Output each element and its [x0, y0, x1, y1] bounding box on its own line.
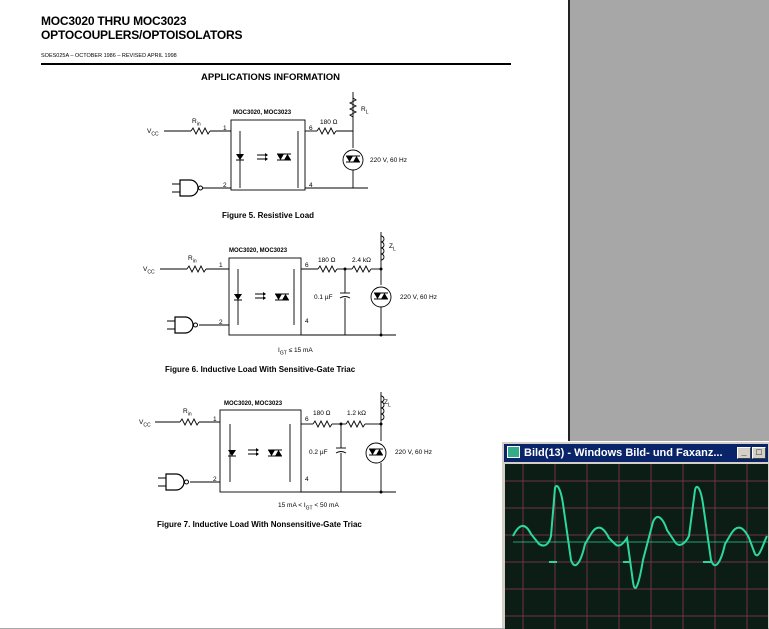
doc-title-line2: OPTOCOUPLERS/OPTOISOLATORS	[41, 28, 243, 42]
minimize-button[interactable]: _	[737, 447, 751, 459]
fig7-pin6: 6	[305, 416, 309, 423]
fig5-pin2: 2	[223, 182, 227, 189]
fig7-part-label: MOC3020, MOC3023	[224, 401, 283, 407]
fig6-cap-label: 0.1 µF	[314, 294, 333, 301]
fig7-r1-label: 180 Ω	[313, 410, 331, 417]
fig7-vcc-label: VCC	[139, 419, 151, 429]
fig7-pin4: 4	[305, 476, 309, 483]
figure6-schematic	[160, 232, 396, 336]
fig5-vcc-label: VCC	[147, 128, 159, 138]
image-viewer-window[interactable]: Bild(13) - Windows Bild- und Faxanz... _…	[501, 441, 769, 629]
fig5-r1-label: 180 Ω	[320, 119, 338, 126]
fig5-rin-label: Rin	[192, 118, 201, 128]
fig7-caption: Figure 7. Inductive Load With Nonsensiti…	[157, 520, 362, 529]
oscilloscope-image	[505, 464, 768, 629]
picture-viewer-icon	[507, 446, 520, 458]
fig6-vcc-label: VCC	[143, 266, 155, 276]
fig6-igt-note: IGT ≤ 15 mA	[278, 347, 313, 357]
fig7-rin-label: Rin	[183, 408, 192, 418]
maximize-button[interactable]: □	[752, 447, 766, 459]
doc-id: SOES025A – OCTOBER 1986 – REVISED APRIL …	[41, 53, 177, 59]
fig5-pin1: 1	[223, 125, 227, 132]
fig6-r1-label: 180 Ω	[318, 257, 336, 264]
fig6-pin4: 4	[305, 318, 309, 325]
fig6-rin-label: Rin	[188, 255, 197, 265]
document-page: MOC3020 THRU MOC3023 OPTOCOUPLERS/OPTOIS…	[0, 0, 570, 628]
fig7-pin2: 2	[213, 476, 217, 483]
fig6-pin2: 2	[219, 319, 223, 326]
viewer-titlebar[interactable]: Bild(13) - Windows Bild- und Faxanz... _…	[504, 444, 768, 462]
figure7-schematic	[155, 392, 396, 493]
fig7-cap-label: 0.2 µF	[309, 449, 328, 456]
fig5-part-label: MOC3020, MOC3023	[233, 110, 292, 116]
fig6-pin1: 1	[219, 262, 223, 269]
fig6-part-label: MOC3020, MOC3023	[229, 248, 288, 254]
fig5-rl-label: RL	[361, 106, 369, 116]
oscilloscope-trace	[505, 464, 768, 629]
viewer-title: Bild(13) - Windows Bild- und Faxanz...	[524, 447, 723, 459]
doc-title-line1: MOC3020 THRU MOC3023	[41, 14, 187, 28]
fig5-pin4: 4	[309, 182, 313, 189]
section-heading: APPLICATIONS INFORMATION	[201, 72, 340, 83]
schematics	[155, 92, 396, 494]
fig5-supply-label: 220 V, 60 Hz	[370, 157, 407, 164]
fig6-supply-label: 220 V, 60 Hz	[400, 294, 437, 301]
fig6-r2-label: 2.4 kΩ	[352, 257, 371, 264]
fig7-zl-label: ZL	[384, 399, 391, 409]
fig6-caption: Figure 6. Inductive Load With Sensitive-…	[165, 365, 356, 374]
fig7-r2-label: 1.2 kΩ	[347, 410, 366, 417]
fig7-supply-label: 220 V, 60 Hz	[395, 449, 432, 456]
header-rule	[41, 63, 511, 65]
fig7-pin1: 1	[213, 416, 217, 423]
fig6-pin6: 6	[305, 262, 309, 269]
figure5-schematic	[164, 92, 368, 191]
fig5-caption: Figure 5. Resistive Load	[222, 211, 315, 220]
fig7-igt-note: 15 mA < IGT < 50 mA	[278, 502, 339, 512]
fig6-zl-label: ZL	[389, 243, 396, 253]
fig5-pin6: 6	[309, 125, 313, 132]
